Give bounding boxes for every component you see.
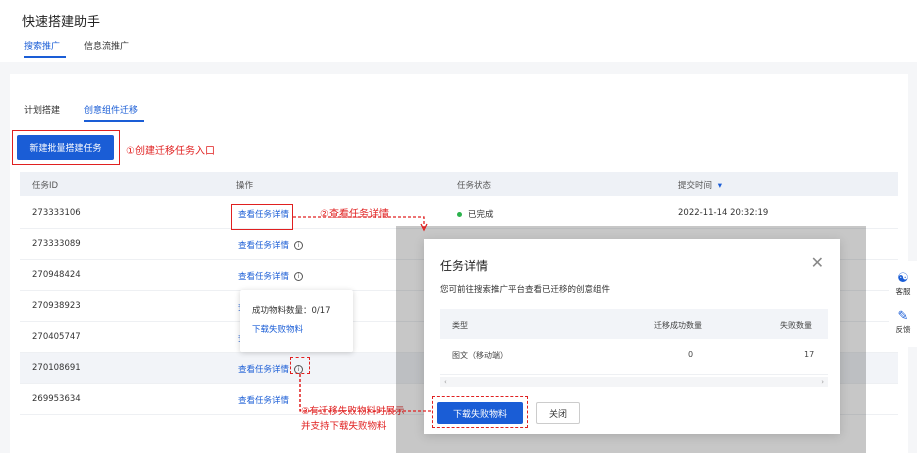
customer-service-label: 客服 <box>895 287 911 296</box>
active-subtab-indicator <box>84 120 144 122</box>
col-task-id: 任务ID <box>32 181 59 191</box>
pen-icon: ✎ <box>897 309 909 324</box>
download-failed-link[interactable]: 下载失败物料 <box>252 325 304 335</box>
table-row: 273333106 查看任务详情 已完成 2022-11-14 20:32:19 <box>20 198 898 229</box>
close-icon[interactable]: ✕ <box>810 253 824 272</box>
annotation-box-create <box>12 130 120 165</box>
modal-table-header: 类型 迁移成功数量 失败数量 <box>440 309 828 339</box>
status-badge: 已完成 <box>457 208 494 220</box>
view-task-detail-link[interactable]: 查看任务详情 <box>238 210 290 220</box>
top-header: 快速搭建助手 搜索推广 信息流推广 <box>0 0 917 62</box>
annotation-create-entry: ①创建迁移任务入口 <box>126 146 215 157</box>
table-header: 任务ID 操作 任务状态 提交时间 ▾ <box>20 172 898 196</box>
modal-title: 任务详情 <box>440 259 489 273</box>
horizontal-scrollbar[interactable]: ‹ › <box>440 377 828 387</box>
sort-desc-icon[interactable]: ▾ <box>717 181 722 191</box>
material-type: 图文（移动端） <box>452 351 508 360</box>
col-status: 任务状态 <box>457 181 492 191</box>
annotation-box-view-detail <box>231 204 293 230</box>
col-type: 类型 <box>452 321 468 330</box>
modal-table-row: 图文（移动端） 0 17 <box>440 339 828 375</box>
info-icon[interactable]: i <box>294 241 304 250</box>
col-action: 操作 <box>236 181 254 191</box>
download-failed-button[interactable]: 下载失败物料 <box>437 402 523 424</box>
scroll-left-icon[interactable]: ‹ <box>444 378 447 386</box>
modal-description: 您可前往搜索推广平台查看已迁移的创意组件 <box>440 285 611 295</box>
status-text: 已完成 <box>468 210 494 220</box>
view-task-detail-link[interactable]: 查看任务详情 <box>238 241 290 251</box>
fail-count: 17 <box>804 350 815 359</box>
col-fail-count: 失败数量 <box>780 321 812 330</box>
headset-icon: ☯ <box>897 271 909 286</box>
active-tab-indicator <box>24 56 66 58</box>
task-id: 273333089 <box>32 239 81 249</box>
task-id: 273333106 <box>32 208 81 218</box>
scroll-right-icon[interactable]: › <box>821 378 824 386</box>
annotation-failed-line2: 并支持下载失败物料 <box>301 421 387 432</box>
tab-plan-build[interactable]: 计划搭建 <box>24 106 61 116</box>
view-task-detail-link[interactable]: 查看任务详情 <box>238 396 290 406</box>
task-detail-modal: 任务详情 ✕ 您可前往搜索推广平台查看已迁移的创意组件 类型 迁移成功数量 失败… <box>424 239 840 434</box>
task-id: 270938923 <box>32 301 81 311</box>
success-dot <box>457 212 462 217</box>
customer-service-button[interactable]: ☯ 客服 <box>889 271 917 297</box>
task-id: 270405747 <box>32 332 81 342</box>
annotation-box-info <box>290 357 310 374</box>
success-count: 0 <box>688 350 694 359</box>
tab-feed-promotion[interactable]: 信息流推广 <box>84 42 130 52</box>
success-count-popover: 成功物料数量：0/17 下载失败物料 <box>240 290 353 352</box>
page-title: 快速搭建助手 <box>22 15 101 30</box>
annotation-box-download <box>432 396 528 428</box>
tab-search-promotion[interactable]: 搜索推广 <box>24 42 61 52</box>
side-float-panel: ☯ 客服 ✎ 反馈 <box>889 261 917 347</box>
annotation-failed-line1: ③有迁移失败物料时展示 <box>301 406 405 417</box>
col-submit-time[interactable]: 提交时间 ▾ <box>678 179 722 191</box>
annotation-view-detail: ②查看任务详情 <box>320 209 389 220</box>
close-button[interactable]: 关闭 <box>536 402 580 424</box>
task-id: 270948424 <box>32 270 81 280</box>
col-submit-time-label: 提交时间 <box>678 181 713 191</box>
create-batch-task-button[interactable]: 新建批量搭建任务 <box>17 135 114 160</box>
task-id: 270108691 <box>32 363 81 373</box>
col-success-count: 迁移成功数量 <box>654 321 702 330</box>
view-task-detail-link[interactable]: 查看任务详情 <box>238 272 290 282</box>
task-id: 269953634 <box>32 394 81 404</box>
success-count-text: 成功物料数量：0/17 <box>252 306 331 316</box>
info-icon[interactable]: i <box>294 272 304 281</box>
view-task-detail-link[interactable]: 查看任务详情 <box>238 365 290 375</box>
submit-time: 2022-11-14 20:32:19 <box>678 208 769 218</box>
feedback-button[interactable]: ✎ 反馈 <box>889 309 917 335</box>
feedback-label: 反馈 <box>895 325 911 334</box>
tab-creative-migration[interactable]: 创意组件迁移 <box>84 106 139 116</box>
